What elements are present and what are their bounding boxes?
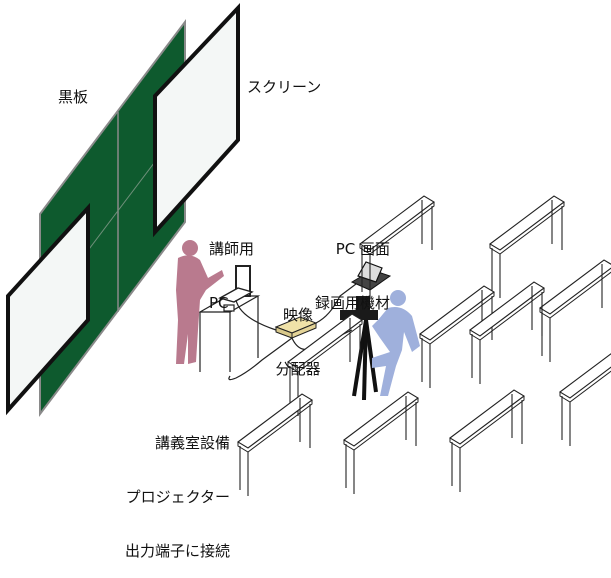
distributor-label-line1: 映像 bbox=[282, 306, 313, 324]
recording-equipment-label: PC 画面 録画用機材 bbox=[300, 204, 390, 330]
instructor-figure bbox=[176, 240, 224, 364]
student-desk bbox=[489, 195, 565, 298]
student-desk bbox=[559, 353, 611, 446]
operator-figure bbox=[372, 290, 420, 396]
instructor-laptop bbox=[218, 265, 254, 303]
projector-label-line2: プロジェクター bbox=[125, 488, 230, 506]
projector-label-line1: 講義室設備 bbox=[154, 434, 230, 452]
student-desk bbox=[343, 391, 419, 494]
distributor-label-line2: 分配器 bbox=[275, 360, 321, 378]
blackboard-label: 黒板 bbox=[58, 88, 89, 106]
projection-screen-right bbox=[153, 2, 240, 238]
projection-screen-left bbox=[6, 202, 90, 416]
recording-label-line2: 録画用機材 bbox=[314, 294, 390, 312]
student-desks bbox=[237, 195, 611, 496]
instructor-pc-label: 講師用 PC bbox=[209, 204, 254, 330]
classroom-diagram: 黒板 bbox=[6, 2, 611, 496]
projector-label-line3: 出力端子に接続 bbox=[124, 542, 230, 560]
instructor-pc-label-line1: 講師用 bbox=[209, 240, 255, 258]
recording-label-line1: PC 画面 bbox=[335, 240, 390, 258]
instructor-podium bbox=[197, 295, 261, 372]
student-desk bbox=[419, 285, 495, 388]
distributor-label: 映像 分配器 bbox=[270, 270, 326, 396]
student-desk bbox=[359, 195, 435, 298]
video-distributor-box bbox=[274, 316, 318, 339]
projector-output-label: 講義室設備 プロジェクター 出力端子に接続 bbox=[106, 398, 230, 578]
student-desk bbox=[539, 259, 611, 362]
student-desk bbox=[287, 313, 363, 416]
student-desk bbox=[449, 389, 525, 492]
instructor-pc-label-line2: PC bbox=[209, 294, 229, 312]
student-desk bbox=[237, 393, 313, 496]
student-desk bbox=[469, 281, 545, 384]
screen-label: スクリーン bbox=[247, 78, 322, 96]
